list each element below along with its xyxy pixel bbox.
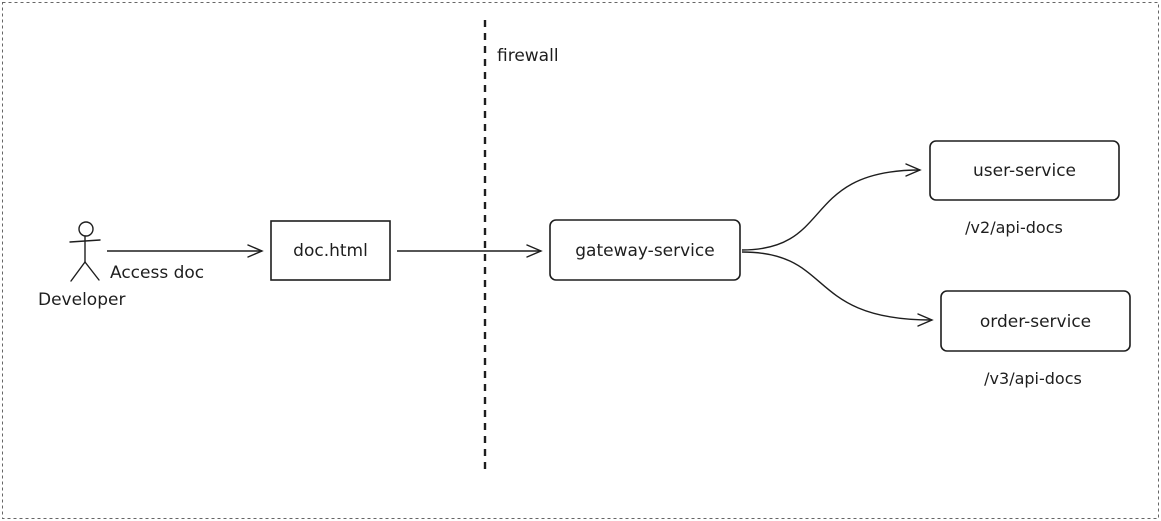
node-order-service-label: order-service	[980, 312, 1091, 332]
arrowhead-doc	[247, 244, 264, 258]
firewall-label: firewall	[497, 46, 559, 66]
user-service-endpoint: /v2/api-docs	[965, 218, 1063, 237]
node-order-service[interactable]: order-service	[940, 290, 1131, 352]
actor-name: Developer	[38, 290, 125, 310]
node-gateway-service[interactable]: gateway-service	[549, 219, 741, 281]
arrowhead-gateway	[526, 244, 543, 258]
arrowhead-order	[917, 313, 934, 327]
edge-gateway-to-order	[741, 251, 933, 321]
stick-figure-icon	[69, 221, 101, 282]
node-doc-html[interactable]: doc.html	[270, 220, 391, 281]
node-user-service-label: user-service	[973, 161, 1076, 181]
arrowhead-user	[905, 163, 922, 177]
order-service-endpoint: /v3/api-docs	[984, 369, 1082, 388]
edge-gateway-to-user	[741, 169, 921, 251]
node-user-service[interactable]: user-service	[929, 140, 1120, 201]
edge-label-access-doc: Access doc	[110, 263, 204, 283]
node-gateway-service-label: gateway-service	[575, 241, 714, 261]
node-doc-html-label: doc.html	[293, 241, 368, 261]
